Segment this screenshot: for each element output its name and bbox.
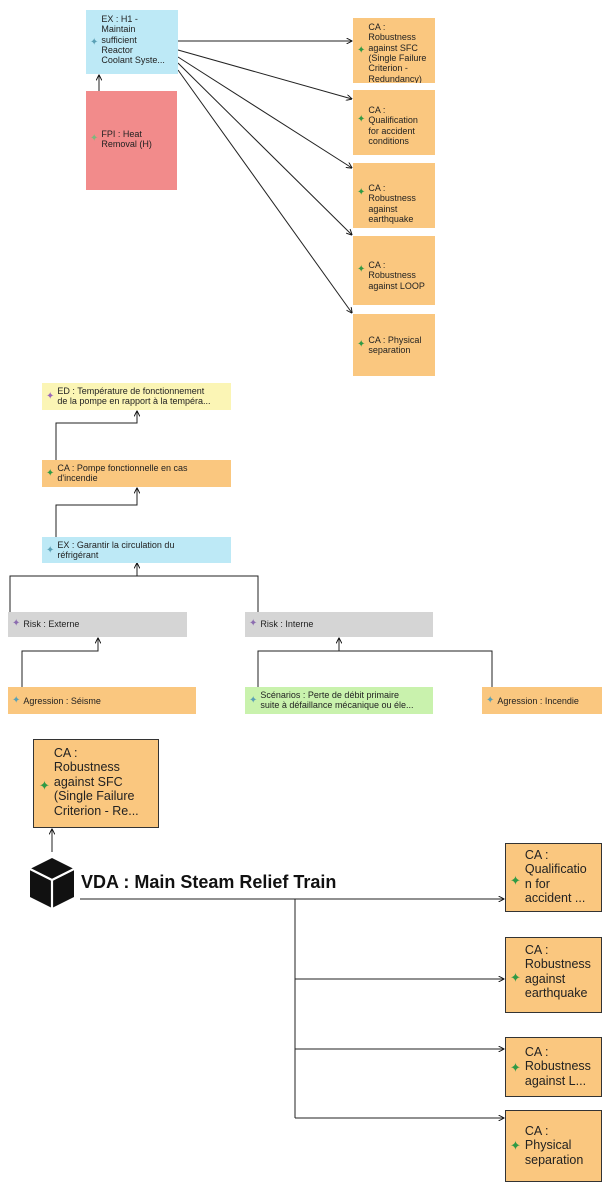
connector-ex-to-ca — [55, 488, 137, 537]
four-point-star-icon: ✦ — [357, 187, 366, 198]
connector-seisme-to-externe — [21, 638, 98, 687]
ex-circulation-node[interactable]: ✦ EX : Garantir la circulation du réfrig… — [42, 537, 231, 563]
vda-ca-earthquake-label: CA : Robustness against earthquake — [524, 943, 591, 1001]
four-point-star-icon: ✦ — [249, 695, 258, 706]
ca-earthquake-node[interactable]: ✦ CA : Robustness against earthquake — [353, 163, 435, 228]
fpi-label: FPI : Heat Removal (H) — [101, 129, 152, 150]
four-point-star-icon: ✦ — [90, 133, 99, 144]
risk-interne-node[interactable]: ✦ Risk : Interne — [245, 612, 433, 637]
four-point-star-icon: ✦ — [510, 1139, 521, 1154]
vda-ca-qualification-label: CA : Qualificatio n for accident ... — [524, 848, 587, 906]
ca-loop-label: CA : Robustness against LOOP — [368, 260, 425, 291]
connector-ex-to-ca-loop — [177, 62, 352, 235]
fpi-node[interactable]: ✦ FPI : Heat Removal (H) — [86, 91, 177, 190]
vda-ca-sfc-label: CA : Robustness against SFC (Single Fail… — [53, 746, 139, 818]
ca-loop-node[interactable]: ✦ CA : Robustness against LOOP — [353, 236, 435, 305]
connector-ex-to-ca-phys — [177, 69, 352, 313]
vda-ca-physical-node[interactable]: ✦ CA : Physical separation — [505, 1110, 602, 1182]
four-point-star-icon: ✦ — [12, 695, 21, 706]
scenario-node[interactable]: ✦ Scénarios : Perte de débit primaire su… — [245, 687, 433, 714]
ca-pompe-label: CA : Pompe fonctionnelle en cas d'incend… — [57, 463, 188, 484]
connector-interne-children — [257, 650, 493, 687]
connector-ex-to-ca-eq — [177, 56, 352, 168]
connector-ex-to-ca-qual — [177, 49, 352, 99]
four-point-star-icon: ✦ — [90, 37, 99, 48]
connector-ca-to-ed — [55, 411, 137, 460]
vda-ca-sfc-node[interactable]: ✦ CA : Robustness against SFC (Single Fa… — [33, 739, 159, 828]
ca-qualification-node[interactable]: ✦ CA : Qualification for accident condit… — [353, 90, 435, 155]
risk-externe-node[interactable]: ✦ Risk : Externe — [8, 612, 187, 637]
ex-h1-label: EX : H1 - Maintain sufficient Reactor Co… — [101, 14, 165, 66]
four-point-star-icon: ✦ — [357, 264, 366, 275]
four-point-star-icon: ✦ — [46, 391, 55, 402]
vda-ca-physical-label: CA : Physical separation — [524, 1124, 584, 1167]
four-point-star-icon: ✦ — [357, 45, 366, 56]
vda-ca-loop-node[interactable]: ✦ CA : Robustness against L... — [505, 1037, 602, 1097]
four-point-star-icon: ✦ — [510, 971, 521, 986]
four-point-star-icon: ✦ — [12, 618, 21, 629]
agression-seisme-label: Agression : Séisme — [23, 696, 101, 706]
ca-qualification-label: CA : Qualification for accident conditio… — [368, 105, 418, 147]
ed-node[interactable]: ✦ ED : Température de fonctionnement de … — [42, 383, 231, 410]
four-point-star-icon: ✦ — [510, 874, 521, 889]
agression-seisme-node[interactable]: ✦ Agression : Séisme — [8, 687, 196, 714]
four-point-star-icon: ✦ — [46, 545, 55, 556]
vda-ca-earthquake-node[interactable]: ✦ CA : Robustness against earthquake — [505, 937, 602, 1013]
ca-earthquake-label: CA : Robustness against earthquake — [368, 183, 416, 225]
vda-ca-loop-label: CA : Robustness against L... — [524, 1045, 591, 1088]
ca-physical-label: CA : Physical separation — [368, 335, 422, 356]
agression-incendie-node[interactable]: ✦ Agression : Incendie — [482, 687, 602, 714]
ca-sfc-node[interactable]: ✦ CA : Robustness against SFC (Single Fa… — [353, 18, 435, 83]
ex-h1-node[interactable]: ✦ EX : H1 - Maintain sufficient Reactor … — [86, 10, 178, 74]
ca-pompe-node[interactable]: ✦ CA : Pompe fonctionnelle en cas d'ince… — [42, 460, 231, 487]
ex-circulation-label: EX : Garantir la circulation du réfrigér… — [57, 540, 175, 561]
four-point-star-icon: ✦ — [46, 468, 55, 479]
scenario-label: Scénarios : Perte de débit primaire suit… — [260, 690, 414, 711]
risk-interne-label: Risk : Interne — [260, 619, 314, 629]
vda-title: VDA : Main Steam Relief Train — [81, 872, 337, 892]
cube-icon — [29, 858, 75, 908]
four-point-star-icon: ✦ — [486, 695, 495, 706]
ca-sfc-label: CA : Robustness against SFC (Single Fail… — [368, 22, 427, 83]
ca-physical-node[interactable]: ✦ CA : Physical separation — [353, 314, 435, 376]
vda-ca-qualification-node[interactable]: ✦ CA : Qualificatio n for accident ... — [505, 843, 602, 912]
four-point-star-icon: ✦ — [357, 114, 366, 125]
risk-externe-label: Risk : Externe — [23, 619, 80, 629]
four-point-star-icon: ✦ — [357, 339, 366, 350]
connector-risk-to-ex — [9, 575, 259, 612]
four-point-star-icon: ✦ — [39, 779, 50, 794]
four-point-star-icon: ✦ — [249, 618, 258, 629]
ed-label: ED : Température de fonctionnement de la… — [57, 386, 211, 407]
four-point-star-icon: ✦ — [510, 1061, 521, 1076]
agression-incendie-label: Agression : Incendie — [497, 696, 579, 706]
